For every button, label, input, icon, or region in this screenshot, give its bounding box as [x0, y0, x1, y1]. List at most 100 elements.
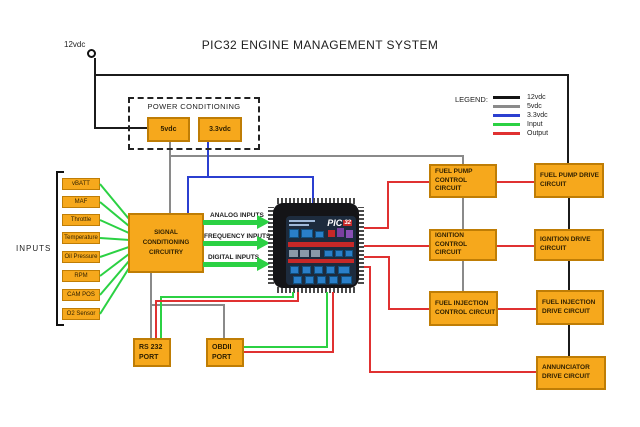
legend-swatch-output — [493, 132, 520, 135]
sensor-rpm: RPM — [62, 270, 100, 282]
chip-detail — [324, 250, 333, 257]
wire-5vdc-branch-obdii — [150, 304, 225, 306]
wire-output-ignc — [364, 245, 429, 247]
inputs-bracket — [56, 171, 64, 326]
wire-3v3-drop — [207, 142, 209, 178]
bus-label-frequency: FREQUENCY INPUTS — [204, 233, 271, 240]
wire-12vdc-toprail — [94, 74, 569, 76]
chip-detail — [315, 231, 324, 238]
chip-pins-left — [268, 207, 274, 284]
legend-item-3v3: 3.3vdc — [493, 111, 548, 120]
wire-output-chip-drop1 — [297, 292, 299, 301]
chip-detail — [338, 266, 350, 274]
wire-output-fpc-1 — [364, 227, 389, 229]
chip-detail — [341, 276, 352, 284]
wire-12vdc-down-right — [567, 74, 569, 164]
legend-item-5vdc: 5vdc — [493, 102, 548, 111]
sensor-oil-pressure: Oil Pressure — [62, 251, 100, 263]
legend-swatch-12vdc — [493, 96, 520, 99]
bus-arrow-analog — [203, 220, 258, 225]
wire-fpc-to-fpd — [497, 181, 534, 183]
chip-detail — [305, 276, 314, 284]
fuel-injection-control-box: FUEL INJECTION CONTROL CIRCUIT — [429, 291, 498, 326]
bus-label-digital: DIGITAL INPUTS — [208, 254, 260, 261]
fuel-pump-drive-box: FUEL PUMP DRIVE CIRCUIT — [534, 163, 604, 198]
fuel-pump-control-box: FUEL PUMP CONTROL CIRCUIT — [429, 164, 497, 198]
chip-detail — [345, 250, 353, 257]
wire-12vdc-to-5vdc — [94, 127, 148, 129]
wire-output-fic-3 — [388, 308, 429, 310]
wire-output-fic-1 — [364, 256, 389, 258]
chip-detail — [301, 229, 313, 238]
sensor-temperature: Temperature — [62, 232, 100, 244]
bus-label-analog: ANALOG INPUTS — [210, 212, 264, 219]
legend-swatch-5vdc — [493, 105, 520, 108]
wire-input-to-rs232-v — [160, 296, 162, 338]
wire-output-to-obdii-v — [332, 292, 334, 353]
rs232-port-box: RS 232 PORT — [133, 338, 171, 367]
wire-output-annun-2 — [369, 266, 371, 373]
regulator-3v3: 3.3vdc — [198, 117, 242, 142]
sensor-throttle: Throttle — [62, 214, 100, 226]
wire-5vdc-rail — [169, 155, 464, 157]
ignition-control-box: IGNITION CONTROL CIRCUIT — [429, 229, 497, 261]
wire-5vdc-fpc-ignc — [462, 197, 464, 229]
sensor-vbatt: vBATT — [62, 178, 100, 190]
source-terminal-icon — [87, 49, 96, 58]
sensor-cam-pos: CAM POS — [62, 289, 100, 301]
wire-ignc-to-ignd — [497, 245, 534, 247]
chip-detail — [346, 230, 353, 238]
legend-item-output: Output — [493, 129, 548, 138]
wire-output-to-rs232-v — [155, 300, 157, 338]
wire-5vdc-obdii-drop — [223, 305, 225, 338]
chip-detail — [289, 224, 309, 226]
wire-output-fpc-3 — [387, 181, 429, 183]
wire-3v3-rail — [187, 176, 314, 178]
chip-detail — [288, 259, 354, 263]
annunciator-drive-box: ANNUNCIATOR DRIVE CIRCUIT — [536, 356, 606, 390]
chip-detail — [311, 250, 320, 257]
wire-5vdc-to-fpc — [462, 155, 464, 165]
wire-12vdc-fid-annun — [568, 325, 570, 356]
chip-detail — [326, 266, 335, 274]
bus-arrow-frequency — [203, 241, 258, 246]
chip-detail — [335, 250, 343, 257]
ignition-drive-box: IGNITION DRIVE CIRCUIT — [534, 229, 604, 261]
legend-item-input: Input — [493, 120, 548, 129]
wire-input-chip-drop1 — [292, 292, 294, 298]
page-title: PIC32 ENGINE MANAGEMENT SYSTEM — [201, 38, 439, 52]
power-conditioning-group — [128, 97, 260, 150]
bus-arrow-digital — [203, 262, 258, 267]
wire-fic-to-fid — [498, 308, 536, 310]
bus-arrowhead-frequency — [257, 236, 270, 250]
chip-pins-right — [358, 207, 364, 284]
chip-pins-bottom — [277, 287, 355, 293]
sensor-maf: MAF — [62, 196, 100, 208]
wire-input-to-rs232-h — [160, 296, 294, 298]
wire-input-to-obdii-v — [326, 292, 328, 348]
obdii-port-box: OBDII PORT — [206, 338, 244, 367]
legend-swatch-3v3 — [493, 114, 520, 117]
chip-detail — [289, 229, 299, 238]
wire-5vdc-ignc-fic — [462, 261, 464, 291]
wire-12vdc-ignd-fid — [568, 261, 570, 291]
chip-detail — [328, 230, 335, 237]
wire-output-fpc-2 — [387, 181, 389, 229]
chip-detail — [317, 276, 326, 284]
wire-12vdc-fpd-ignd — [568, 198, 570, 230]
chip-detail — [302, 266, 311, 274]
chip-detail — [314, 266, 323, 274]
chip-detail — [288, 242, 354, 247]
wire-12vdc-drop — [94, 58, 96, 128]
legend-swatch-input — [493, 123, 520, 126]
wire-3v3-to-sigcond — [187, 177, 189, 213]
fuel-injection-drive-box: FUEL INJECTION DRIVE CIRCUIT — [536, 290, 604, 325]
sensor-o2: O2 Sensor — [62, 308, 100, 320]
legend-item-12vdc: 12vdc — [493, 93, 548, 102]
legend-title: LEGEND: — [455, 95, 488, 104]
chip-pins-top — [277, 198, 355, 204]
chip-detail — [300, 250, 309, 257]
